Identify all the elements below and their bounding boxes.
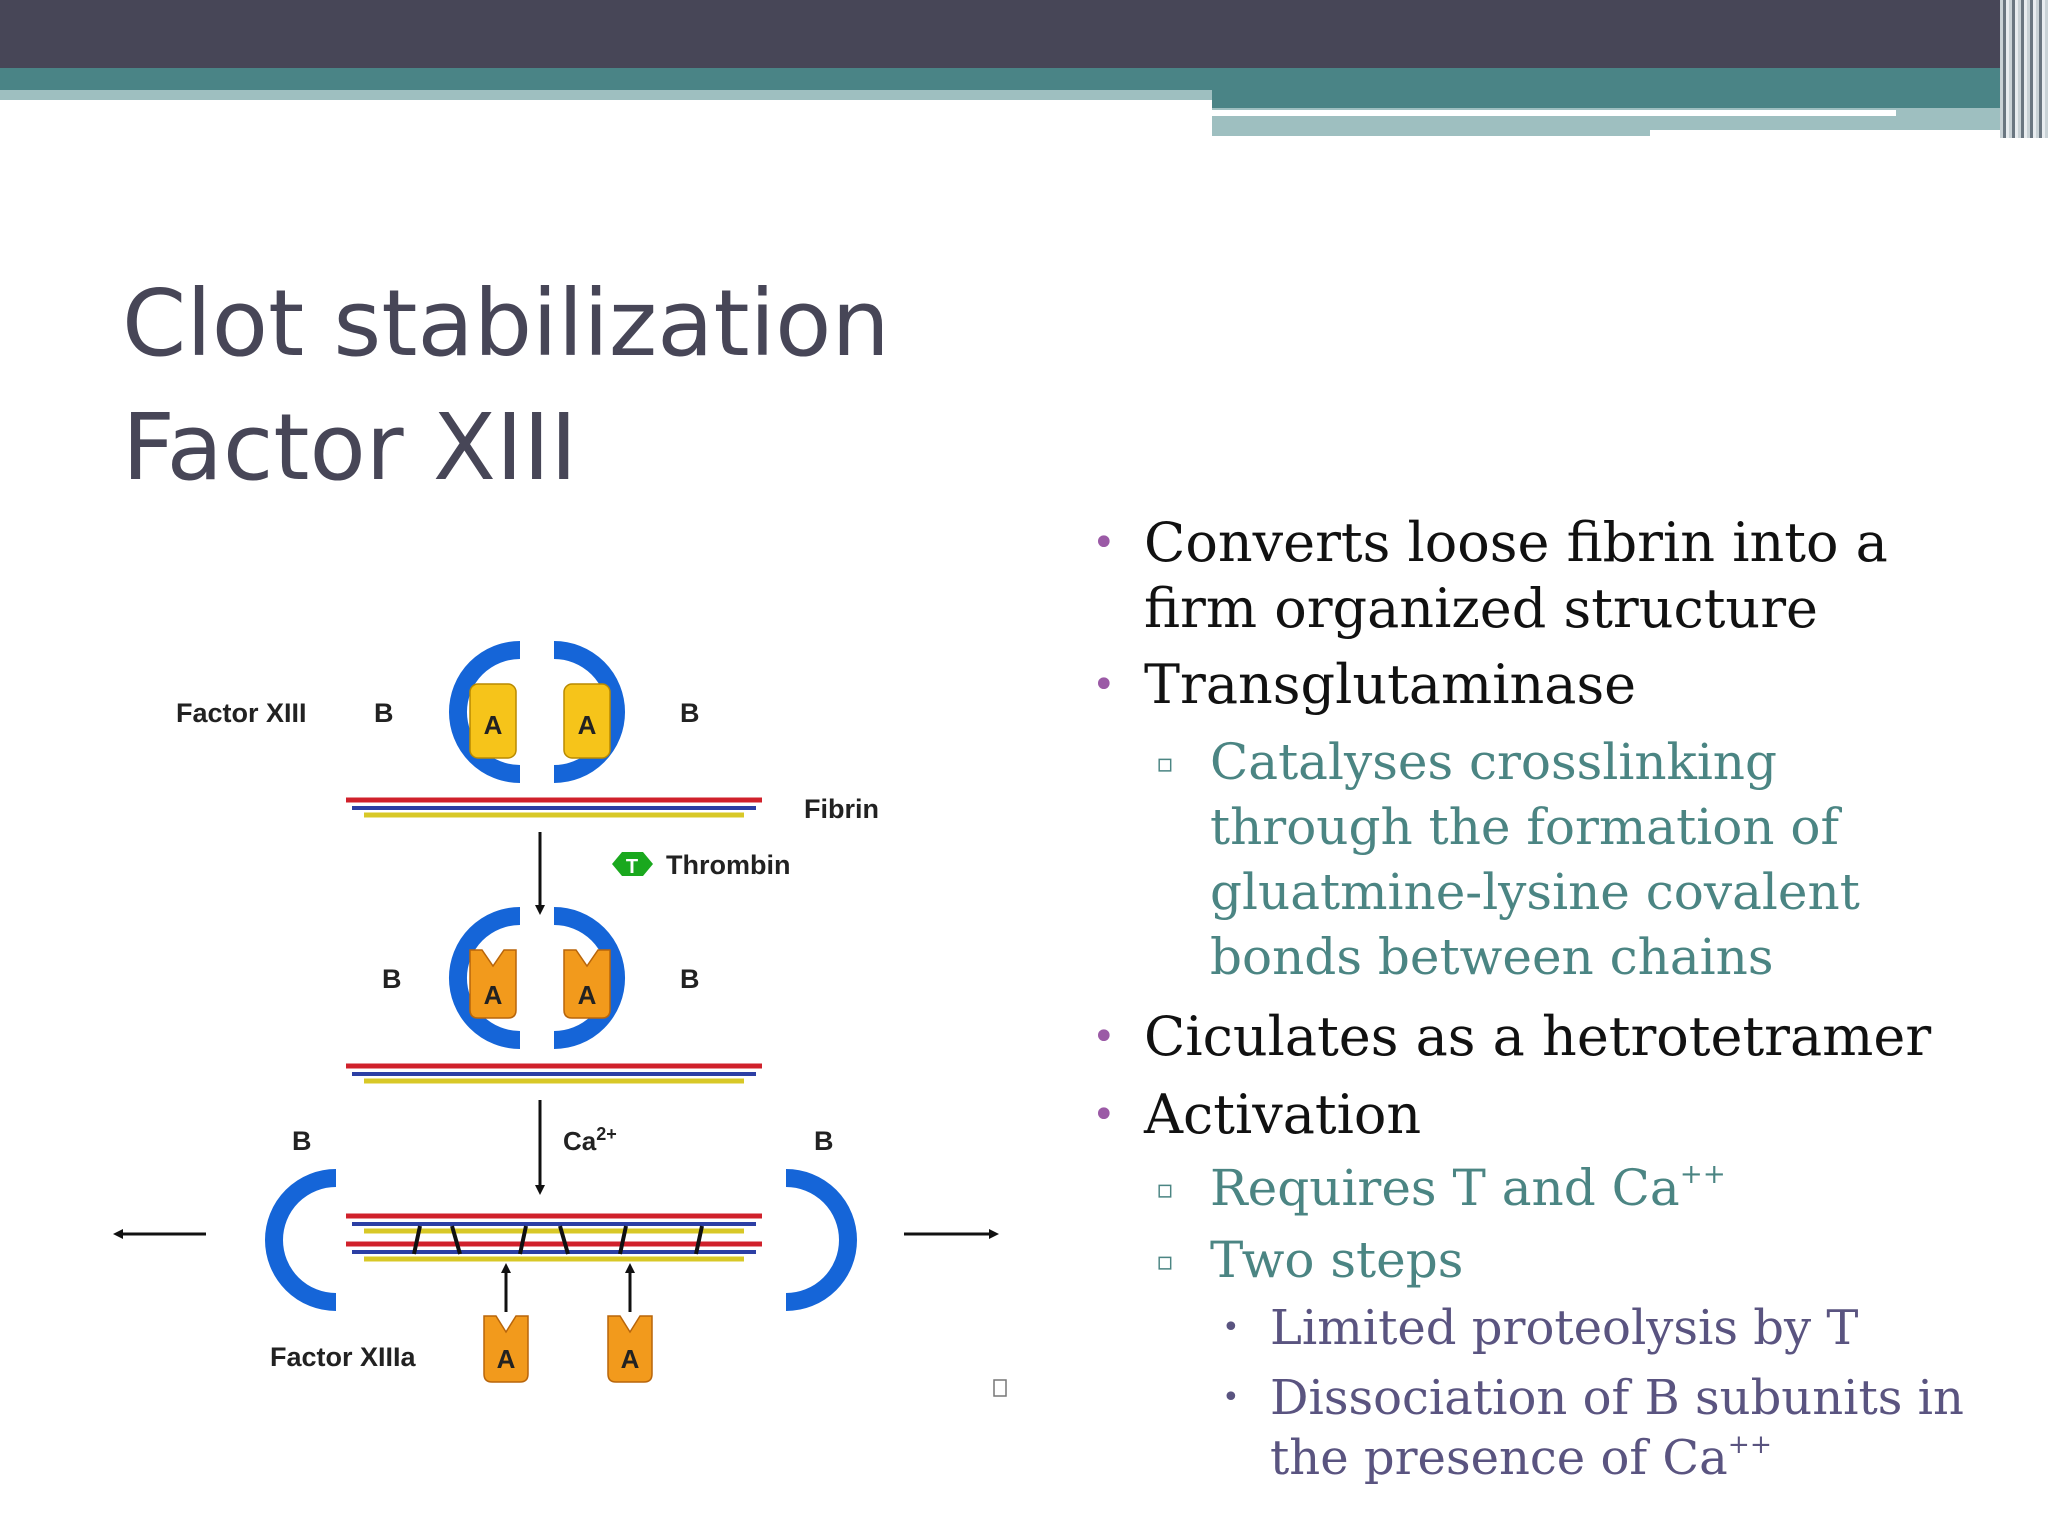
superscript-charge: ++ (1679, 1158, 1726, 1190)
bullet-text-line: firm organized structure (1144, 577, 1818, 640)
bullet-converts-fibrin: • Converts loose fibrin into a firm orga… (1080, 510, 2040, 642)
subsubbullet-marker-dot: • (1222, 1310, 1240, 1345)
label-factor-xiiia: Factor XIIIa (270, 1342, 417, 1372)
label-calcium: Ca2+ (563, 1124, 617, 1156)
calcium-symbol: Ca (563, 1126, 597, 1156)
subsubbullet-marker-dot: • (1222, 1380, 1240, 1415)
header-line-white (1212, 110, 1896, 116)
label-b-left-1: B (374, 698, 394, 728)
bullet-hetrotetramer: • Ciculates as a hetrotetramer (1080, 1004, 2040, 1070)
a-subunit-activated-right-2 (563, 949, 611, 1019)
header-bar-right-teal (1212, 90, 2012, 108)
superscript-charge: ++ (1727, 1428, 1772, 1460)
factor-xiii-activation-diagram: Factor XIII B B A A Fibrin T Thrombin B … (113, 641, 1007, 1397)
calcium-charge: 2+ (596, 1124, 617, 1144)
subbullet-catalyses: ▫ Catalyses crosslinking through the for… (1080, 730, 2040, 990)
bullet-text-line: Dissociation of B subunits in (1270, 1370, 1964, 1426)
fibrin-strand-1 (346, 797, 762, 818)
a-subunit-activated-left-2 (469, 949, 517, 1019)
bullet-marker-dot: • (1092, 662, 1116, 708)
bullet-text-line: Ciculates as a hetrotetramer (1144, 1005, 1932, 1068)
bullet-text-line: Requires T and Ca (1210, 1159, 1680, 1217)
header-bar-dark (0, 0, 2048, 68)
label-b-right-3: B (814, 1126, 834, 1156)
subbullet-marker-square: ▫ (1156, 749, 1174, 779)
slide-title-line-2: Factor XIII (122, 394, 578, 501)
subbullet-two-steps: ▫ Two steps (1080, 1228, 2040, 1292)
slide-title-line-1: Clot stabilization (122, 270, 890, 377)
bullet-marker-dot: • (1092, 520, 1116, 566)
label-thrombin: Thrombin (666, 850, 790, 880)
a-subunit-right-1 (563, 683, 611, 759)
thrombin-icon (612, 852, 653, 876)
bullet-text-line: Activation (1144, 1083, 1422, 1146)
small-corner-icon (993, 1379, 1007, 1397)
label-a-2b: A (578, 980, 597, 1010)
subsubbullet-dissociation: • Dissociation of B subunits in the pres… (1080, 1368, 2040, 1488)
bullet-text-line: Two steps (1210, 1231, 1464, 1289)
bullet-text-line: the presence of Ca (1270, 1430, 1728, 1486)
header-bar-light (0, 90, 1212, 100)
a-subunit-xiiia-left (483, 1315, 529, 1383)
b-subunit-left-1 (449, 641, 521, 783)
subsubbullet-proteolysis: • Limited proteolysis by T (1080, 1298, 2040, 1358)
bullet-text-line: Converts loose fibrin into a (1144, 511, 1888, 574)
header-stripes (2000, 0, 2048, 138)
label-a-1b: A (578, 710, 597, 740)
bullet-text-line: Transglutaminase (1144, 653, 1637, 716)
subbullet-marker-square: ▫ (1156, 1175, 1174, 1205)
bullet-text-line: Catalyses crosslinking (1210, 733, 1778, 791)
bullet-list: • Converts loose fibrin into a firm orga… (1080, 510, 2040, 1488)
bullet-text-line: bonds between chains (1210, 928, 1774, 986)
label-a-3a: A (497, 1344, 516, 1374)
header-bar-teal (0, 68, 2048, 90)
b-subunit-right-1 (553, 641, 625, 783)
subbullet-requires: ▫ Requires T and Ca++ (1080, 1156, 2040, 1220)
b-subunit-dissociated-right (785, 1169, 857, 1311)
a-subunit-left-1 (469, 683, 517, 759)
b-subunit-right-2 (553, 907, 625, 1049)
a-subunit-xiiia-right (607, 1315, 653, 1383)
bullet-marker-dot: • (1092, 1092, 1116, 1138)
header-line-white-short (1650, 130, 2010, 138)
bullet-text-line: Limited proteolysis by T (1270, 1300, 1859, 1356)
bullet-activation: • Activation (1080, 1082, 2040, 1148)
label-a-2a: A (484, 980, 503, 1010)
subbullet-marker-square: ▫ (1156, 1247, 1174, 1277)
bullet-text-line: gluatmine-lysine covalent (1210, 863, 1860, 921)
fibrin-strand-2 (346, 1063, 762, 1084)
b-subunit-left-2 (449, 907, 521, 1049)
label-b-right-2: B (680, 964, 700, 994)
label-fibrin: Fibrin (804, 794, 879, 824)
label-a-1a: A (484, 710, 503, 740)
slide-title: Clot stabilization Factor XIII (122, 262, 890, 510)
label-factor-xiii: Factor XIII (176, 698, 307, 728)
label-b-right-1: B (680, 698, 700, 728)
label-a-3b: A (621, 1344, 640, 1374)
thrombin-badge-label: T (626, 856, 638, 878)
bullet-text-line: through the formation of (1210, 798, 1840, 856)
b-subunit-dissociated-left (265, 1169, 337, 1311)
fibrin-crosslinked (346, 1213, 762, 1262)
bullet-marker-dot: • (1092, 1014, 1116, 1060)
label-b-left-2: B (382, 964, 402, 994)
bullet-transglutaminase: • Transglutaminase (1080, 652, 2040, 718)
label-b-left-3: B (292, 1126, 312, 1156)
